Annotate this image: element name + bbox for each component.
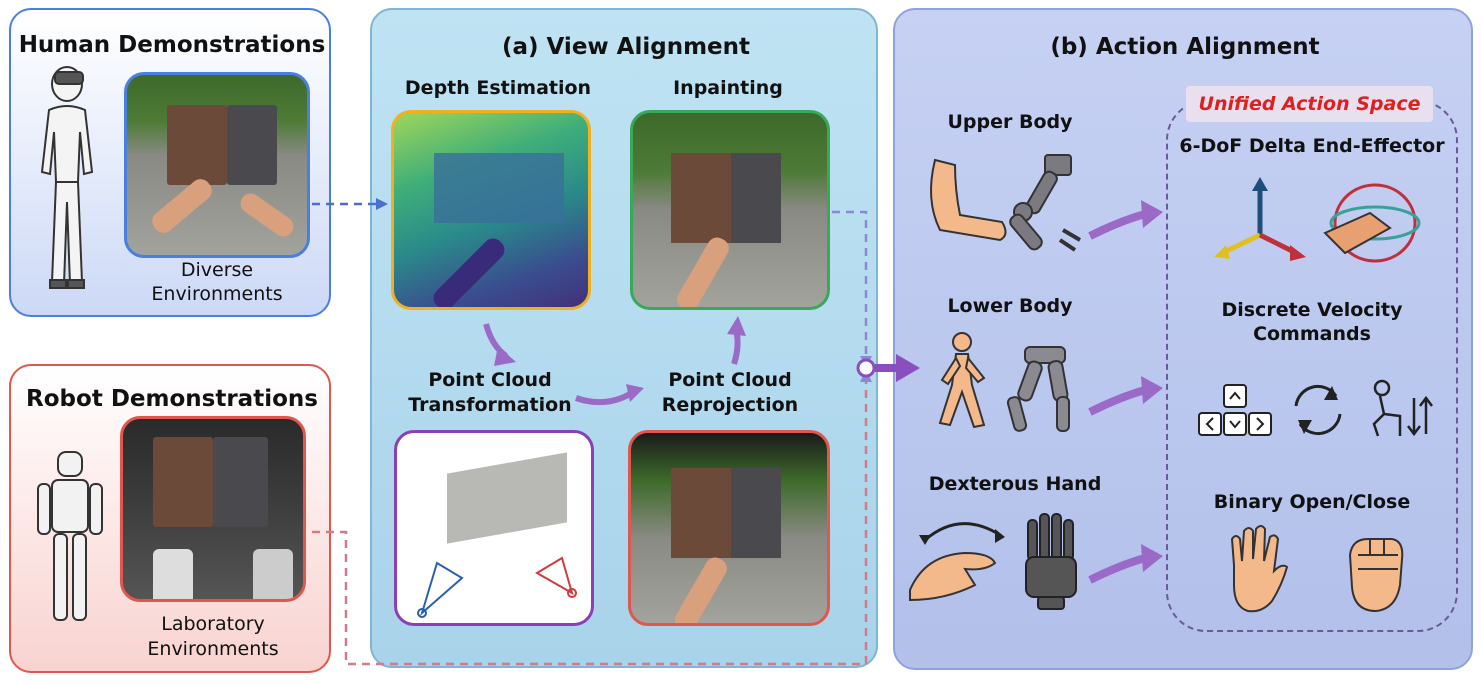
- robot-to-junction-line: [312, 378, 868, 666]
- human-scene-photo: [124, 72, 310, 258]
- humanoid-robot-icon: [30, 450, 110, 630]
- view-alignment-title: (a) View Alignment: [501, 34, 751, 60]
- robot-legs-icon: [1005, 345, 1080, 435]
- robot-caption-line2: Environments: [147, 638, 279, 660]
- robot-hand-icon: [1020, 512, 1085, 612]
- unified-action-space-tag: Unified Action Space: [1186, 86, 1433, 122]
- robot-arm-right: [253, 549, 293, 599]
- lower-body-label: Lower Body: [947, 295, 1073, 317]
- turn-cycle-icon: [1288, 378, 1348, 442]
- pc-transform-line2: Transformation: [408, 394, 572, 416]
- robot-scene-photo: [120, 416, 306, 602]
- human-arm-icon: [920, 150, 1010, 250]
- closed-fist-icon: [1340, 525, 1410, 615]
- depth-map-image: [391, 110, 591, 310]
- reprojection-image: [628, 430, 830, 626]
- junction-node: [856, 358, 876, 378]
- arrow-upper-to-unified: [1088, 200, 1163, 240]
- trash-bin-dark: [731, 468, 781, 558]
- vr-headset-person-icon: [22, 62, 112, 298]
- unified-action-space-label: Unified Action Space: [1198, 93, 1421, 115]
- action-alignment-title: (b) Action Alignment: [1050, 34, 1320, 60]
- pc-transform-line1: Point Cloud: [428, 369, 552, 391]
- trash-bin: [671, 153, 731, 243]
- velocity-line2: Commands: [1253, 323, 1371, 345]
- human-caption-line1: Diverse: [180, 259, 254, 281]
- trash-bin: [167, 105, 227, 185]
- trash-bin-dark: [213, 437, 268, 527]
- rotation-wrist-icon: [1320, 178, 1430, 268]
- open-hand-icon: [1222, 525, 1292, 615]
- squat-updown-icon: [1364, 378, 1434, 442]
- trash-bin-dark: [227, 105, 277, 185]
- inpainting-image: [630, 110, 830, 310]
- pinch-hand-icon: [905, 515, 1020, 605]
- robot-arm-left: [153, 549, 193, 599]
- human-demonstrations-title: Human Demonstrations: [18, 32, 326, 58]
- transform-to-reproject-arrow: [575, 391, 632, 406]
- reproject-to-inpainting-arrow: [731, 329, 741, 365]
- robot-demonstrations-title: Robot Demonstrations: [26, 386, 318, 412]
- dof-label: 6-DoF Delta End-Effector: [1179, 135, 1445, 157]
- arrow-keys-icon: [1196, 383, 1276, 439]
- inpainting-to-junction-line: [832, 210, 868, 360]
- camera-frustums-icon: [417, 556, 577, 618]
- robot-caption-line1: Laboratory: [161, 613, 265, 635]
- upper-body-label: Upper Body: [947, 111, 1073, 133]
- pc-reproject-line1: Point Cloud: [668, 369, 792, 391]
- walking-person-icon: [928, 330, 993, 430]
- xyz-axes-icon: [1210, 175, 1310, 265]
- arrow-lower-to-unified: [1088, 376, 1163, 416]
- trash-bin: [671, 468, 731, 558]
- trash-bin-dark: [731, 153, 781, 243]
- depth-estimation-label: Depth Estimation: [404, 77, 592, 99]
- arrow-hand-to-unified: [1088, 544, 1163, 584]
- robot-arm-icon: [1005, 150, 1085, 260]
- binary-label: Binary Open/Close: [1213, 491, 1411, 513]
- human-caption-line2: Environments: [151, 283, 283, 305]
- depth-bin-shape: [434, 153, 564, 223]
- velocity-line1: Discrete Velocity: [1221, 299, 1403, 321]
- dexterous-hand-label: Dexterous Hand: [928, 473, 1102, 495]
- point-cloud-image: [394, 430, 594, 626]
- inpainting-label: Inpainting: [673, 77, 783, 99]
- trash-bin: [153, 437, 213, 527]
- pc-reproject-line2: Reprojection: [661, 394, 799, 416]
